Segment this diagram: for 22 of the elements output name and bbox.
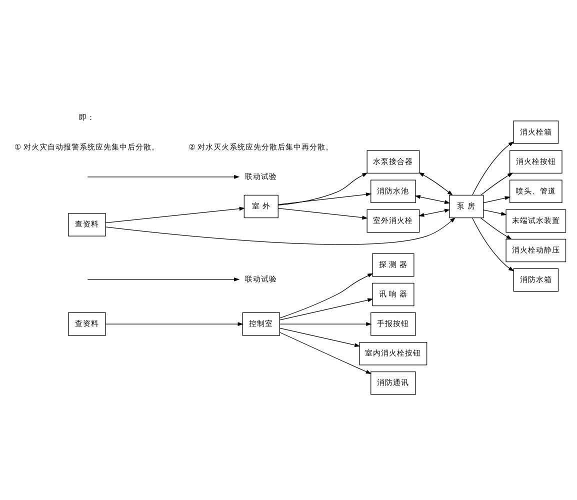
arrow [418,208,450,216]
arrow [280,327,360,347]
arrow [87,174,240,178]
arrow [278,192,372,204]
arrow [279,332,372,374]
arrow [483,196,511,203]
arrow [418,172,453,196]
arrow [278,172,368,206]
arrow [280,322,372,326]
arrow [414,194,450,204]
arrow [105,322,244,326]
arrow [472,217,514,271]
arrow [278,208,368,220]
arrow [483,209,507,216]
arrow [105,216,456,244]
arrow [87,276,240,281]
arrow [480,217,512,239]
arrow [280,298,374,320]
arrow [105,206,246,223]
arrow [472,140,514,195]
arrow [280,272,374,318]
arrow [480,172,514,195]
